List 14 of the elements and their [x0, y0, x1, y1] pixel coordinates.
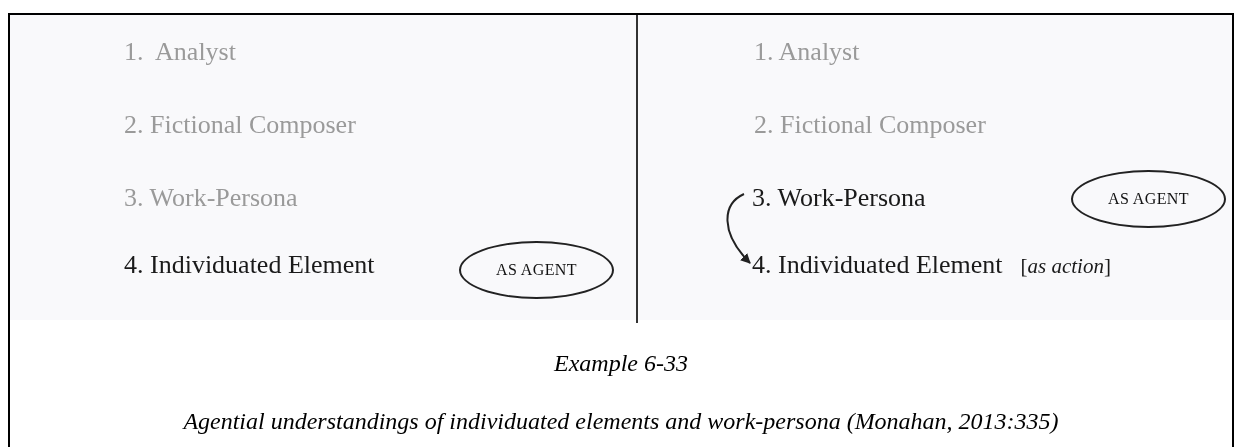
curved-arrow [726, 193, 751, 264]
list-item: 4. Individuated Element [124, 249, 375, 281]
list-item: 2. Fictional Composer [754, 109, 986, 141]
list-item: 1. Analyst [124, 36, 236, 68]
agent-oval: AS AGENT [459, 241, 614, 299]
list-item: 2. Fictional Composer [124, 109, 356, 141]
list-item: 1. Analyst [754, 36, 860, 68]
annotation: [as action] [1020, 253, 1111, 280]
list-item: 4. Individuated Element [752, 245, 1003, 285]
list-item: 3. Work-Persona [752, 178, 926, 218]
figure-caption: Agential understandings of individuated elements and work-persona (Monahan, 2013:335) [181, 407, 1060, 436]
agent-oval: AS AGENT [1071, 170, 1226, 228]
figure-title: Example 6-33 [553, 349, 689, 378]
list-item: 3. Work-Persona [124, 182, 298, 214]
